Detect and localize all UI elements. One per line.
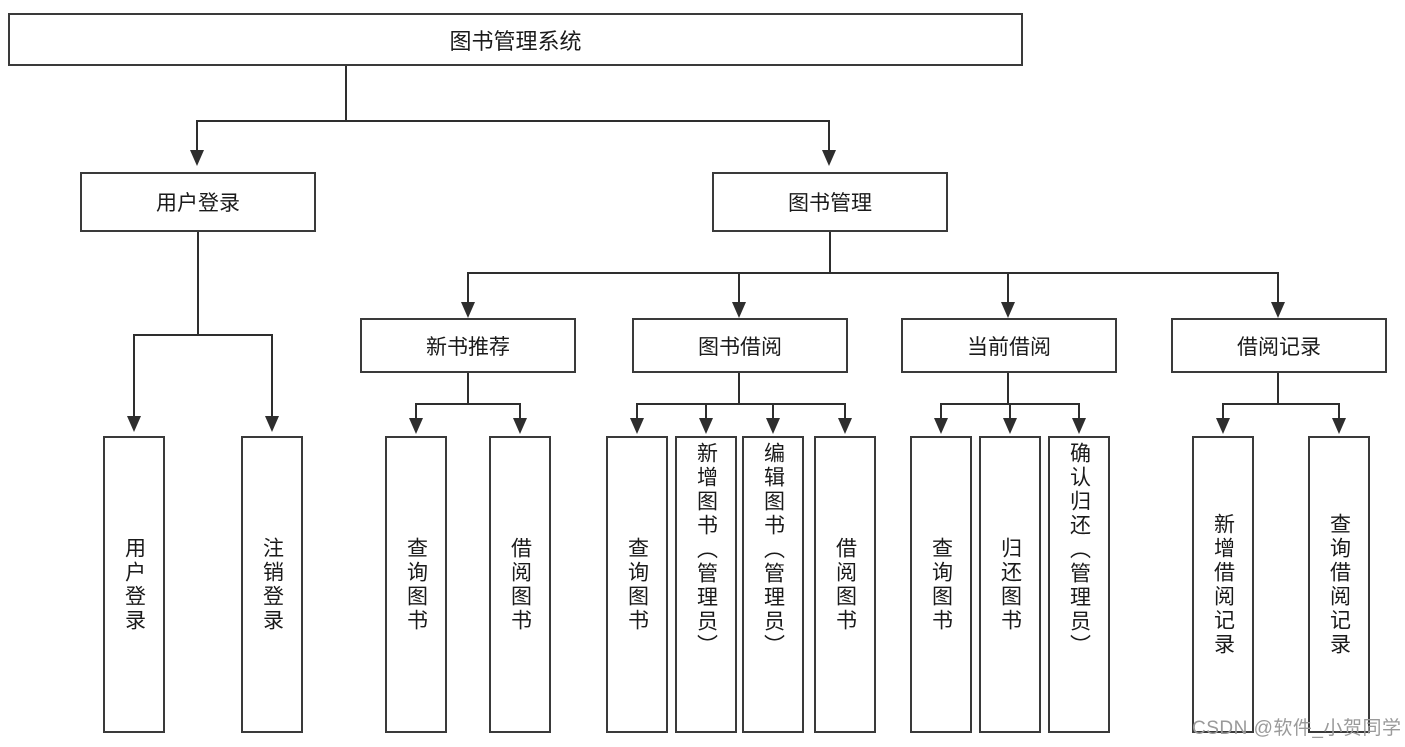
connector-br-drop-2: [1338, 403, 1340, 420]
arrow-to-leaf-user-logout: [265, 416, 279, 432]
node-label: 查询图书: [929, 536, 953, 633]
node-current-borrow[interactable]: 当前借阅: [901, 318, 1117, 373]
node-leaf-query-book-3[interactable]: 查询图书: [910, 436, 972, 733]
arrow-to-leaf-query-book-1: [409, 418, 423, 434]
node-label: 编辑图书（管理员）: [761, 442, 785, 658]
connector-bb-drop-2: [705, 403, 707, 420]
connector-root-stem: [345, 66, 347, 121]
connector-bm-drop-2: [738, 272, 740, 304]
node-leaf-query-record[interactable]: 查询借阅记录: [1308, 436, 1370, 733]
arrow-to-leaf-user-login: [127, 416, 141, 432]
connector-user-login-bus: [133, 334, 273, 336]
arrow-to-current-borrow: [1001, 302, 1015, 318]
node-book-manage[interactable]: 图书管理: [712, 172, 948, 232]
arrow-to-borrow-record: [1271, 302, 1285, 318]
arrow-to-leaf-borrow-book-2: [838, 418, 852, 434]
node-label: 借阅记录: [1237, 335, 1321, 359]
node-leaf-query-book-2[interactable]: 查询图书: [606, 436, 668, 733]
node-leaf-user-logout[interactable]: 注销登录: [241, 436, 303, 733]
connector-cb-drop-3: [1078, 403, 1080, 420]
arrow-to-new-book-recommend: [461, 302, 475, 318]
connector-nbr-bus: [415, 403, 521, 405]
node-label: 新书推荐: [426, 335, 510, 359]
arrow-to-book-borrow: [732, 302, 746, 318]
node-label: 查询借阅记录: [1327, 512, 1351, 657]
node-label: 用户登录: [122, 536, 146, 633]
connector-cb-drop-1: [940, 403, 942, 420]
node-label: 借阅图书: [508, 536, 532, 633]
arrow-to-leaf-query-book-2: [630, 418, 644, 434]
arrow-root-to-user-login: [190, 150, 204, 166]
connector-book-manage-stem: [829, 232, 831, 274]
node-label: 注销登录: [260, 536, 284, 633]
node-root-system[interactable]: 图书管理系统: [8, 13, 1023, 66]
connector-root-drop-2: [828, 120, 830, 153]
node-label: 查询图书: [404, 536, 428, 633]
connector-br-bus: [1222, 403, 1340, 405]
connector-bb-bus: [636, 403, 846, 405]
node-label: 当前借阅: [967, 335, 1051, 359]
node-label: 查询图书: [625, 536, 649, 633]
node-label: 图书管理系统: [449, 28, 582, 54]
node-label: 借阅图书: [833, 536, 857, 633]
arrow-to-leaf-query-record: [1332, 418, 1346, 434]
connector-root-drop-1: [196, 120, 198, 153]
connector-nbr-stem: [467, 373, 469, 405]
node-label: 图书管理: [788, 192, 872, 215]
arrow-to-leaf-add-book: [699, 418, 713, 434]
arrow-to-leaf-add-record: [1216, 418, 1230, 434]
node-label: 新增借阅记录: [1211, 512, 1235, 657]
connector-br-stem: [1277, 373, 1279, 405]
connector-bb-drop-1: [636, 403, 638, 420]
connector-nbr-drop-2: [519, 403, 521, 420]
connector-user-login-drop-1: [133, 334, 135, 418]
node-leaf-edit-book[interactable]: 编辑图书（管理员）: [742, 436, 804, 733]
node-leaf-query-book-1[interactable]: 查询图书: [385, 436, 447, 733]
connector-bb-stem: [738, 373, 740, 405]
node-label: 图书借阅: [698, 335, 782, 359]
connector-bm-drop-1: [467, 272, 469, 304]
connector-bm-drop-3: [1007, 272, 1009, 304]
node-leaf-return-book[interactable]: 归还图书: [979, 436, 1041, 733]
node-label: 新增图书（管理员）: [694, 442, 718, 658]
arrow-to-leaf-return-book: [1003, 418, 1017, 434]
node-leaf-confirm-return[interactable]: 确认归还（管理员）: [1048, 436, 1110, 733]
node-leaf-add-book[interactable]: 新增图书（管理员）: [675, 436, 737, 733]
node-label: 用户登录: [156, 192, 240, 215]
node-borrow-record[interactable]: 借阅记录: [1171, 318, 1387, 373]
connector-bb-drop-4: [844, 403, 846, 420]
node-new-book-recommend[interactable]: 新书推荐: [360, 318, 576, 373]
csdn-watermark: CSDN @软件_小贺同学: [1192, 718, 1402, 739]
connector-user-login-stem: [197, 232, 199, 336]
arrow-to-leaf-borrow-book-1: [513, 418, 527, 434]
node-leaf-borrow-book-2[interactable]: 借阅图书: [814, 436, 876, 733]
connector-cb-stem: [1007, 373, 1009, 405]
node-leaf-user-login[interactable]: 用户登录: [103, 436, 165, 733]
connector-bb-drop-3: [772, 403, 774, 420]
node-label: 确认归还（管理员）: [1067, 442, 1091, 658]
connector-nbr-drop-1: [415, 403, 417, 420]
connector-root-bus: [196, 120, 830, 122]
connector-user-login-drop-2: [271, 334, 273, 418]
arrow-root-to-book-manage: [822, 150, 836, 166]
node-user-login[interactable]: 用户登录: [80, 172, 316, 232]
arrow-to-leaf-query-book-3: [934, 418, 948, 434]
node-leaf-add-record[interactable]: 新增借阅记录: [1192, 436, 1254, 733]
connector-book-manage-bus: [467, 272, 1279, 274]
arrow-to-leaf-confirm-return: [1072, 418, 1086, 434]
node-leaf-borrow-book-1[interactable]: 借阅图书: [489, 436, 551, 733]
connector-cb-drop-2: [1009, 403, 1011, 420]
arrow-to-leaf-edit-book: [766, 418, 780, 434]
node-label: 归还图书: [998, 536, 1022, 633]
node-book-borrow[interactable]: 图书借阅: [632, 318, 848, 373]
connector-bm-drop-4: [1277, 272, 1279, 304]
connector-br-drop-1: [1222, 403, 1224, 420]
